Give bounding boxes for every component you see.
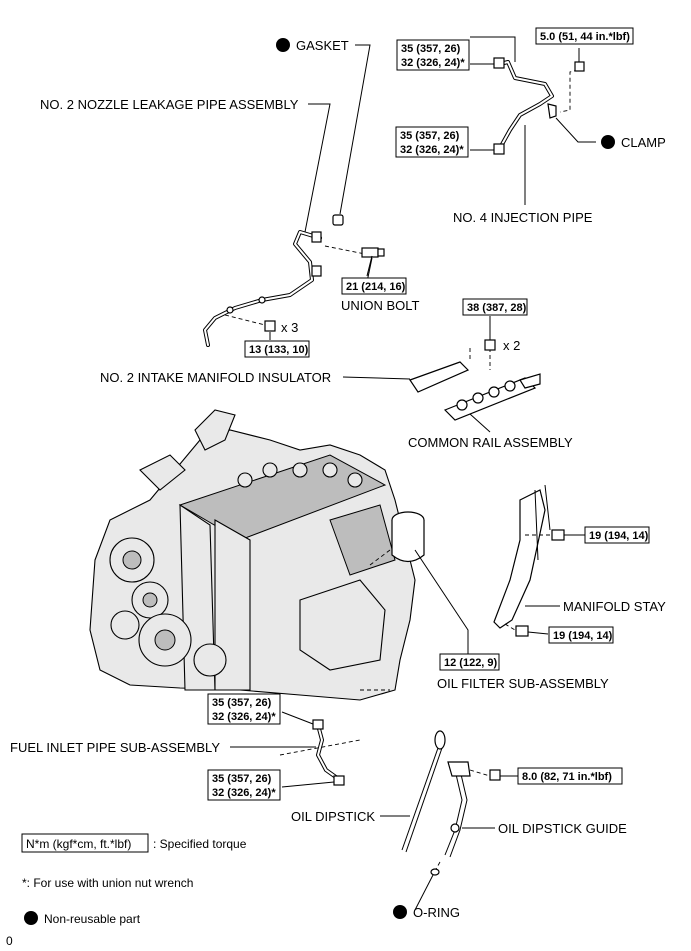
intake-insulator-part bbox=[409, 361, 470, 393]
common-rail-part bbox=[443, 373, 541, 421]
torque-stay-bot: 19 (194, 14) bbox=[553, 630, 613, 642]
label-nozzle-pipe: NO. 2 NOZZLE LEAKAGE PIPE ASSEMBLY bbox=[40, 97, 299, 112]
label-insulator: NO. 2 INTAKE MANIFOLD INSULATOR bbox=[100, 370, 331, 385]
gasket-part bbox=[332, 214, 344, 226]
union-bolt-dashline bbox=[324, 245, 366, 255]
stay-bolt-bot-dashline bbox=[504, 623, 516, 631]
leader-lines bbox=[230, 36, 596, 911]
label-manifold-stay: MANIFOLD STAY bbox=[563, 599, 666, 614]
torque-inj-bot-2: 32 (326, 24)* bbox=[400, 144, 464, 156]
corner-mark: 0 bbox=[6, 934, 13, 948]
guide-bolt-dashline bbox=[469, 769, 491, 777]
torque-fuel-bot-2: 32 (326, 24)* bbox=[212, 787, 276, 799]
label-union-bolt: UNION BOLT bbox=[341, 298, 420, 313]
fuel-inlet-dashline bbox=[279, 689, 390, 756]
torque-nozzle-bolt: 13 (133, 10) bbox=[249, 344, 309, 356]
nozzle-bolt-part bbox=[264, 320, 276, 332]
legend: N*m (kgf*cm, ft.*lbf) : Specified torque… bbox=[6, 833, 247, 948]
stay-bolt-bot-part bbox=[515, 625, 529, 637]
non-reusable-dot-icon bbox=[601, 135, 615, 149]
torque-stay-top: 19 (194, 14) bbox=[589, 530, 649, 542]
guide-bolt-part bbox=[489, 769, 501, 781]
rail-bolt-dashline bbox=[469, 348, 491, 370]
label-injection-pipe: NO. 4 INJECTION PIPE bbox=[453, 210, 593, 225]
part-labels: GASKET NO. 2 NOZZLE LEAKAGE PIPE ASSEMBL… bbox=[10, 38, 666, 920]
torque-fuel-top-2: 32 (326, 24)* bbox=[212, 711, 276, 723]
legend-unit: N*m (kgf*cm, ft.*lbf) bbox=[26, 837, 131, 851]
oil-dipstick-guide-part bbox=[444, 761, 471, 858]
torque-inj-top-2: 32 (326, 24)* bbox=[401, 57, 465, 69]
label-oil-filter: OIL FILTER SUB-ASSEMBLY bbox=[437, 676, 609, 691]
oil-dipstick-part bbox=[401, 730, 446, 853]
torque-fuel-top-1: 35 (357, 26) bbox=[212, 697, 272, 709]
non-reusable-dot-icon bbox=[24, 911, 38, 925]
non-reusable-dot-icon bbox=[276, 38, 290, 52]
legend-specified: : Specified torque bbox=[153, 837, 247, 851]
o-ring-part bbox=[430, 868, 440, 876]
stay-bolt-top-part bbox=[551, 529, 565, 541]
non-reusable-dot-icon bbox=[393, 905, 407, 919]
manifold-stay-part bbox=[493, 484, 551, 629]
label-fuel-inlet: FUEL INLET PIPE SUB-ASSEMBLY bbox=[10, 740, 220, 755]
engine-illustration bbox=[89, 409, 416, 701]
torque-rail-bolt: 38 (387, 28) bbox=[467, 302, 527, 314]
label-o-ring: O-RING bbox=[413, 905, 460, 920]
label-common-rail: COMMON RAIL ASSEMBLY bbox=[408, 435, 573, 450]
torque-fuel-bot-1: 35 (357, 26) bbox=[212, 773, 272, 785]
torque-oil-filter: 12 (122, 9) bbox=[444, 657, 498, 669]
label-oil-dipstick: OIL DIPSTICK bbox=[291, 809, 375, 824]
nozzle-bolt-dashline bbox=[224, 314, 266, 326]
label-qty-rail: x 2 bbox=[503, 338, 520, 353]
torque-inj-bot-1: 35 (357, 26) bbox=[400, 130, 460, 142]
torque-clamp-bolt: 5.0 (51, 44 in.*lbf) bbox=[540, 31, 630, 43]
o-ring-dashline bbox=[435, 861, 441, 870]
fuel-inlet-pipe-part bbox=[312, 719, 345, 786]
torque-inj-top-1: 35 (357, 26) bbox=[401, 43, 461, 55]
injection-pipe-part bbox=[493, 57, 557, 155]
legend-nonreuse: Non-reusable part bbox=[44, 912, 141, 926]
torque-guide-bolt: 8.0 (82, 71 in.*lbf) bbox=[522, 771, 612, 783]
label-clamp: CLAMP bbox=[621, 135, 666, 150]
rail-bolt-part bbox=[484, 339, 496, 351]
torque-callouts: 35 (357, 26) 32 (326, 24)* 5.0 (51, 44 i… bbox=[207, 27, 650, 801]
oil-filter-part bbox=[391, 511, 425, 563]
label-dipstick-guide: OIL DIPSTICK GUIDE bbox=[498, 821, 627, 836]
union-bolt-part bbox=[361, 247, 385, 258]
label-qty-nozzle: x 3 bbox=[281, 320, 298, 335]
legend-note: *: For use with union nut wrench bbox=[22, 876, 193, 890]
clamp-bolt-dashline bbox=[559, 69, 579, 113]
nozzle-leakage-pipe-part bbox=[203, 230, 322, 347]
label-gasket: GASKET bbox=[296, 38, 349, 53]
clamp-bolt-part bbox=[574, 61, 585, 72]
torque-union-bolt: 21 (214, 16) bbox=[346, 281, 406, 293]
